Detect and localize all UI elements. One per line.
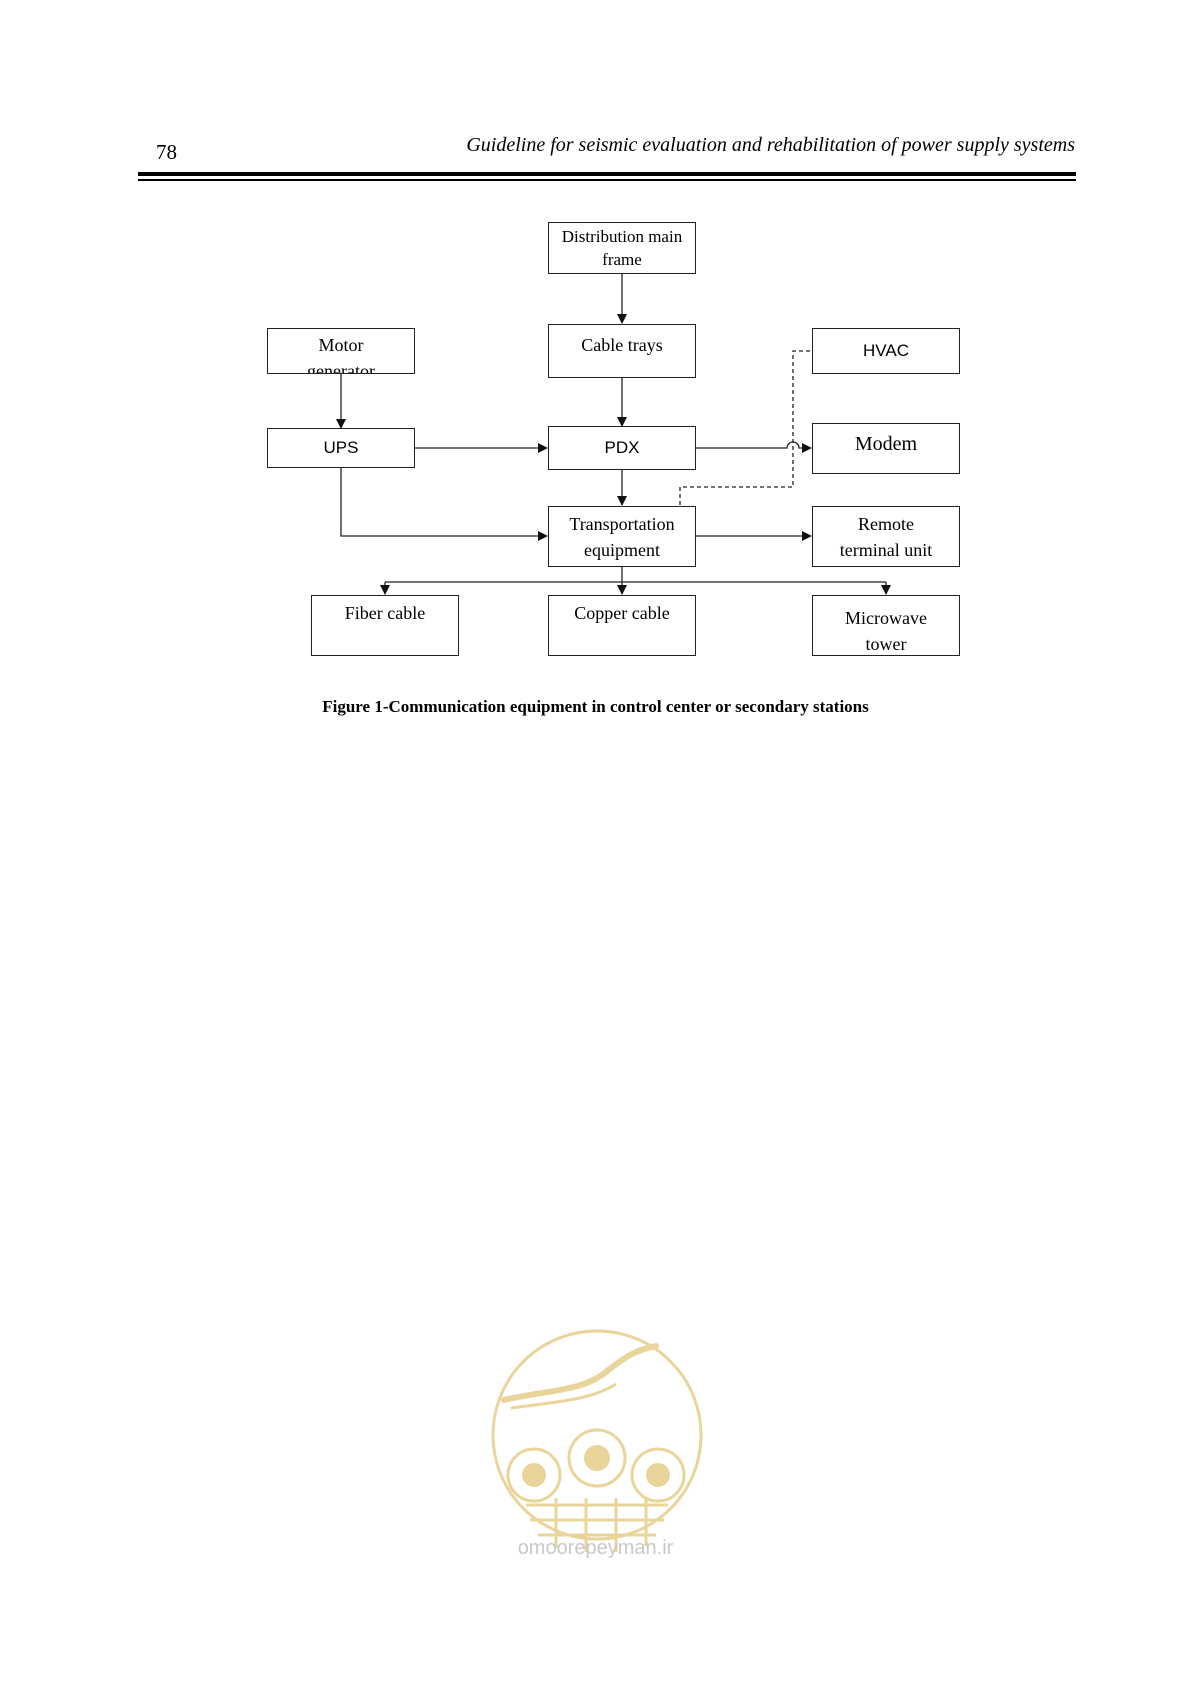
node-ups: UPS <box>267 428 415 468</box>
edge-transportation-to-hvac-dashed <box>679 350 811 505</box>
header-rule-thin <box>138 179 1076 181</box>
node-distribution-main-frame: Distribution main frame <box>548 222 696 274</box>
page-number: 78 <box>156 140 177 164</box>
node-transportation-equipment: Transportation equipment <box>548 506 696 567</box>
figure-caption: Figure 1-Communication equipment in cont… <box>322 697 869 716</box>
communication-equipment-diagram: Distribution main frame Cable trays Moto… <box>0 0 1191 760</box>
node-microwave-tower: Microwave tower <box>812 595 960 656</box>
header-rule-thick <box>138 172 1076 176</box>
node-remote-terminal-unit: Remote terminal unit <box>812 506 960 567</box>
node-hvac: HVAC <box>812 328 960 374</box>
node-cable-trays: Cable trays <box>548 324 696 378</box>
edge-pdx-to-modem <box>696 441 812 453</box>
diagram-connectors <box>336 274 891 595</box>
node-copper-cable: Copper cable <box>548 595 696 656</box>
node-motor-generator: Motor generator <box>267 328 415 374</box>
node-modem: Modem <box>812 423 960 474</box>
node-fiber-cable: Fiber cable <box>311 595 459 656</box>
node-pdx: PDX <box>548 426 696 470</box>
watermark-logo-icon <box>491 1329 703 1552</box>
watermark-text: omoorepeyman.ir <box>517 1537 674 1559</box>
running-title: Guideline for seismic evaluation and reh… <box>466 134 1075 156</box>
edge-ups-to-transportation <box>340 468 548 541</box>
